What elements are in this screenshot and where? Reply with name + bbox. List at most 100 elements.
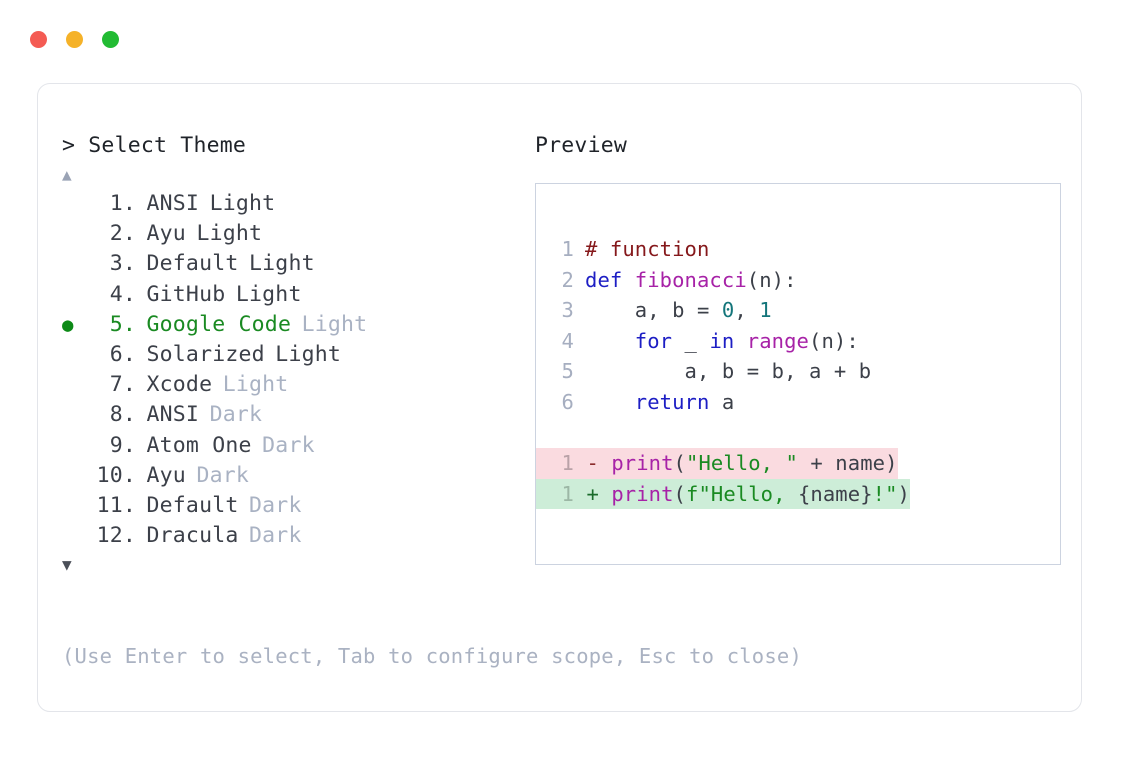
theme-item-variant: Light [249,251,315,277]
theme-item-variant: Light [196,221,263,247]
code-token: a [709,389,735,414]
theme-item-index: 6. [109,342,136,368]
diff-sign: - [574,451,612,476]
code-token: f"Hello, [686,481,798,506]
theme-item-variant: Light [275,342,342,368]
bullet-placeholder: ● [62,492,90,521]
maximize-button[interactable] [102,31,119,48]
diff-line-content: - print("Hello, " + name) [574,448,898,479]
code-token: ( [673,451,686,476]
code-token: fibonacci [634,267,747,292]
theme-item-index: 7. [109,372,136,398]
selected-bullet-icon: ● [62,313,74,336]
code-token: ( [673,481,686,506]
code-token [734,329,746,353]
theme-item-name: Atom One [146,432,252,458]
theme-item-name: Xcode [146,372,213,398]
theme-item-index: 1. [109,191,136,216]
theme-list-item[interactable]: ● 3. Default Light [62,249,532,279]
code-token: "Hello, " [686,451,798,476]
theme-item-variant: Dark [196,462,250,488]
keyboard-hint: (Use Enter to select, Tab to configure s… [62,644,802,668]
code-line-content: a, b = b, a + b [574,356,872,387]
code-line: 5 a, b = b, a + b [536,356,1060,387]
code-token: {name} [797,481,873,506]
bullet-placeholder: ● [62,281,90,310]
code-line: 1# function [536,234,1060,265]
code-token: for [634,328,673,353]
scroll-down-icon[interactable]: ▼ [62,555,72,575]
code-token [585,329,635,353]
code-line-number: 2 [561,267,574,292]
theme-item-variant: Dark [249,523,302,549]
theme-item-name: Dracula [146,523,239,549]
bullet-placeholder: ● [62,250,90,279]
theme-item-name: Default [146,493,239,519]
theme-item-variant: Light [209,191,276,216]
code-token: a, b = b, a + b [585,359,872,384]
theme-list-item[interactable]: ● 8. ANSI Dark [62,400,532,430]
bullet-placeholder: ● [62,401,90,430]
theme-item-index: 3. [109,251,136,277]
code-token: print [611,481,674,506]
theme-list-item[interactable]: ● 1. ANSI Light [62,189,532,219]
theme-item-name: ANSI [146,402,200,428]
scroll-up-icon[interactable]: ▲ [62,165,72,184]
code-token: , [734,298,760,323]
bullet-placeholder: ● [62,190,90,219]
code-line-number: 6 [561,389,574,414]
code-token: range [746,328,809,353]
code-line-content: def fibonacci(n): [574,265,797,296]
code-line-content: a, b = 0, 1 [574,295,772,326]
theme-item-variant: Light [235,281,302,307]
bullet-placeholder: ● [62,341,90,370]
theme-list-item[interactable]: ● 4. GitHub Light [62,280,532,310]
code-token: print [611,451,674,476]
diff-sign: + [574,481,612,506]
code-line: 6 return a [536,387,1060,418]
code-token: in [709,328,735,353]
theme-item-variant: Light [301,311,368,337]
code-token: return [634,389,710,414]
bullet-placeholder: ● [62,462,90,491]
theme-item-variant: Dark [249,493,302,519]
preview-title: Preview [535,133,628,158]
bullet-placeholder: ● [62,432,90,461]
window-controls [30,31,119,48]
code-token: (n): [746,267,797,292]
theme-item-name: Default [146,251,239,277]
code-token: !" [872,481,898,506]
close-button[interactable] [30,31,47,48]
theme-item-name: ANSI [146,191,200,216]
code-token: ) [897,481,910,506]
theme-item-name: GitHub [146,281,226,307]
theme-item-index: 5. [109,311,136,337]
bullet-placeholder: ● [62,371,90,400]
minimize-button[interactable] [66,31,83,48]
diff-line-number: 1 [536,448,574,479]
theme-item-name: Google Code [146,311,292,337]
diff-line-del: 1 - print("Hello, " + name) [536,448,1060,479]
code-token: _ [672,328,710,353]
code-line: 3 a, b = 0, 1 [536,295,1060,326]
theme-list-item[interactable]: ● 5. Google Code Light [62,310,532,340]
theme-item-index: 8. [109,402,136,428]
code-token: + name) [797,451,898,476]
theme-item-variant: Dark [209,402,263,428]
code-line: 4 for _ in range(n): [536,326,1060,357]
code-line-number: 3 [561,298,574,323]
theme-item-index: 4. [109,281,136,307]
theme-selector-panel: > Select Theme ▲ ●1.ANSILight●2.AyuLight… [62,131,532,579]
code-line-number: 5 [561,359,574,384]
